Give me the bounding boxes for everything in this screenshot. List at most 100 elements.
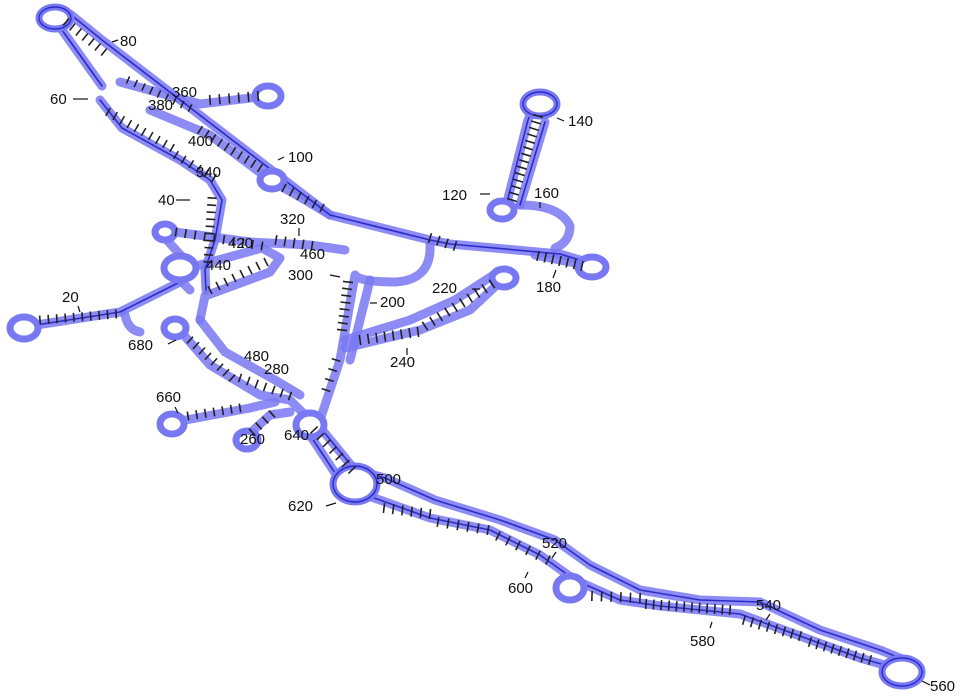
position-label-40: 40 [158,192,175,209]
label-tick [326,503,336,506]
base-pair [529,127,539,130]
position-label-220: 220 [432,280,457,297]
backbone-segment [520,205,570,248]
base-pair [707,603,708,613]
interior-loop [164,256,196,280]
position-label-600: 600 [508,580,533,597]
base-pair [65,314,66,323]
hairpin-loop [160,414,184,434]
base-pair [205,233,214,234]
base-pair [669,601,670,611]
position-label-200: 200 [380,294,405,311]
base-pair [48,315,49,324]
base-pair [76,29,82,36]
base-pair [646,599,647,609]
position-label-300: 300 [288,267,313,284]
label-tick [766,614,770,620]
base-pair [699,603,700,613]
base-pair [264,383,267,391]
base-pair [206,226,215,227]
backbone-segment [30,282,180,326]
base-pair [714,604,715,614]
base-pair [661,600,662,610]
base-pair [206,219,215,220]
position-labels: 80 60 360 380 400 340 100 140 120 160 40… [50,33,955,695]
base-pair [676,601,677,611]
base-pair [204,255,213,256]
base-pair [204,248,213,249]
label-tick [525,572,528,578]
base-pair [57,314,58,323]
base-pair [101,49,107,56]
base-pair [89,39,95,46]
interior-loop [260,171,284,189]
base-pair [264,258,268,266]
position-label-160: 160 [534,185,559,202]
position-label-640: 640 [284,427,309,444]
base-pair [653,600,654,610]
base-pair [82,34,88,41]
position-label-100: 100 [288,149,313,166]
position-label-120: 120 [442,187,467,204]
position-label-540: 540 [756,597,781,614]
position-label-20: 20 [62,289,79,306]
base-pair [141,128,146,136]
position-label-560: 560 [930,678,955,695]
position-label-520: 520 [542,535,567,552]
position-label-260: 260 [240,431,265,448]
base-pair [90,312,91,321]
base-pair [205,240,214,241]
base-pair [238,93,239,103]
hairpin-loop [255,86,281,106]
label-tick [278,157,284,160]
position-label-340: 340 [196,164,221,181]
base-pair [208,198,217,199]
position-label-400: 400 [188,133,213,150]
label-tick [330,275,340,277]
position-label-380: 380 [148,97,173,114]
interior-loop [490,201,514,219]
base-pair [240,270,244,278]
position-label-580: 580 [690,633,715,650]
base-pair [207,205,216,206]
backbone-segment [125,315,140,332]
position-label-240: 240 [390,354,415,371]
backbone-core [300,420,895,668]
hairpin-loop [492,269,516,287]
label-tick [78,306,80,312]
base-pair [256,262,260,270]
backbone-segment [310,415,905,660]
base-pair [722,605,723,615]
position-label-500: 500 [376,471,401,488]
position-label-420: 420 [228,235,253,252]
position-label-60: 60 [50,91,67,108]
base-pair [99,311,100,320]
base-pair [531,121,541,124]
base-pair [255,380,258,388]
base-pair [73,313,74,322]
position-label-460: 460 [300,246,325,263]
position-label-660: 660 [156,389,181,406]
base-pair [730,605,731,615]
label-tick [168,340,176,344]
interior-loop [556,576,584,600]
label-tick [710,622,712,628]
base-pair [134,124,139,132]
hairpin-loop [10,317,38,339]
base-pair [207,212,216,213]
base-pair [219,94,220,104]
base-pair [210,95,211,105]
label-tick [553,270,556,278]
position-label-680: 680 [128,337,153,354]
hairpin-loop [155,224,175,240]
base-pair [258,91,259,101]
label-tick [922,681,930,685]
base-pair [95,44,101,51]
base-pair [82,312,83,321]
position-label-180: 180 [536,279,561,296]
label-tick [552,552,556,558]
base-pair [40,316,41,325]
base-pair [107,310,108,319]
position-label-360: 360 [172,84,197,101]
